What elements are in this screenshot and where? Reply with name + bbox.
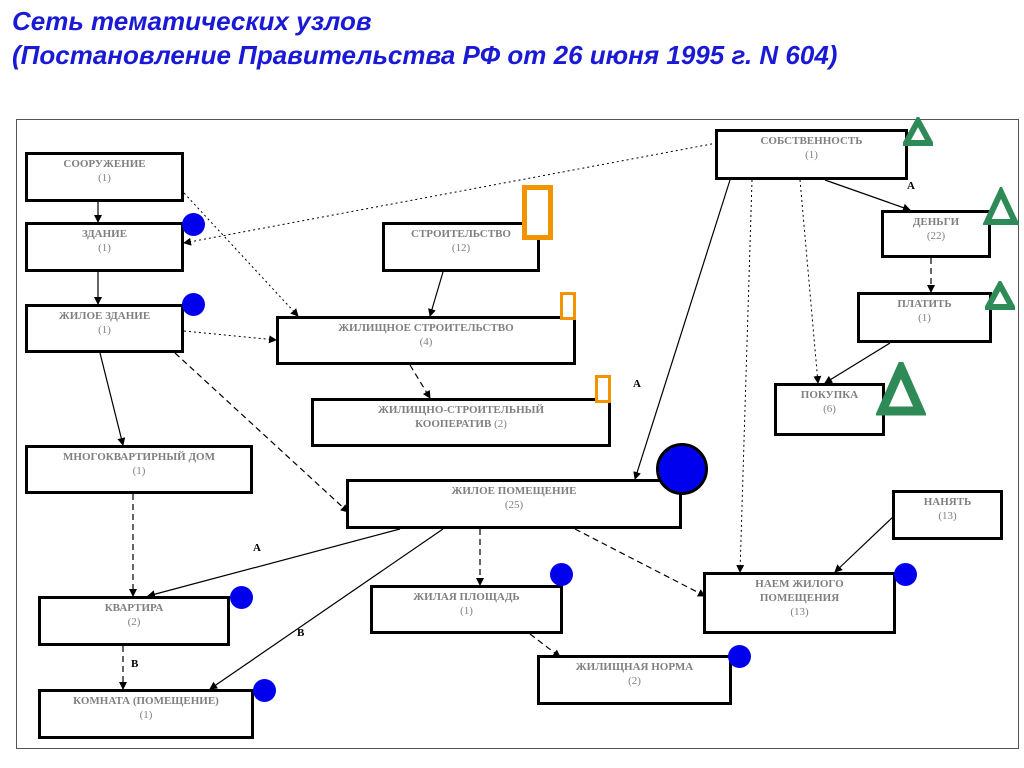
node-count: (1) [918, 312, 931, 324]
node-count: (1) [98, 172, 111, 184]
edge-sobstvennost-dengi [824, 179, 911, 212]
edge-zhiloe-zdanie-pomeshchenie [174, 352, 349, 513]
edge-pomeshchenie-naem [574, 528, 706, 597]
node-label-line2: ПОМЕЩЕНИЯ [759, 592, 840, 604]
node-count: (1) [139, 709, 153, 721]
node-label: СТРОИТЕЛЬСТВО [411, 228, 511, 240]
edge-label-sobstvennost-dengi: A [907, 180, 915, 192]
edge-nanyat-naem [834, 514, 896, 573]
orange-rectangle-marker [595, 375, 611, 403]
node-zdanie[interactable]: ЗДАНИЕ (1) [25, 222, 184, 272]
node-zhsk[interactable]: ЖИЛИЩНО-СТРОИТЕЛЬНЫЙ КООПЕРАТИВ (2) [311, 398, 611, 447]
node-label: ЖИЛОЕ ЗДАНИЕ [58, 310, 151, 322]
green-triangle-marker [985, 281, 1015, 310]
blue-circle-marker [182, 213, 205, 236]
node-count: (6) [823, 403, 836, 415]
edge-zhil-stroitelstvo-zhsk [409, 364, 431, 399]
node-zhilishchnoe-stroitelstvo[interactable]: ЖИЛИЩНОЕ СТРОИТЕЛЬСТВО (4) [276, 316, 576, 365]
edge-pomeshchenie-kvartira [147, 528, 401, 599]
node-count: (2) [127, 616, 141, 628]
node-label: ПЛАТИТЬ [897, 298, 952, 310]
edge-label-zhsk-side: A [633, 378, 641, 390]
title-line-1: Сеть тематических узлов [12, 6, 372, 36]
blue-circle-marker [728, 645, 751, 668]
node-count: (4) [419, 336, 433, 348]
node-label: КОМНАТА (ПОМЕЩЕНИЕ) [73, 695, 219, 707]
node-count: (1) [132, 465, 146, 477]
diagram-frame [16, 119, 1019, 749]
blue-circle-marker [253, 679, 276, 702]
node-label: МНОГОКВАРТИРНЫЙ ДОМ [63, 451, 215, 463]
edge-sobstvennost-zdanie [183, 142, 718, 246]
blue-circle-marker [894, 563, 917, 586]
node-mnogokvartirnyi-dom[interactable]: МНОГОКВАРТИРНЫЙ ДОМ (1) [25, 445, 253, 494]
node-count: (1) [98, 242, 111, 254]
node-count: (25) [504, 499, 524, 511]
node-label: ЖИЛАЯ ПЛОЩАДЬ [413, 591, 520, 603]
edge-sobstvennost-zhiloe-pomeshchenie [633, 179, 731, 480]
edge-platit-pokupka [824, 342, 891, 384]
edge-label-pomeshchenie-kvartira: A [253, 542, 261, 554]
node-sooruzhenie[interactable]: СООРУЖЕНИЕ (1) [25, 152, 184, 202]
orange-rectangle-marker [560, 292, 576, 320]
green-triangle-marker [903, 117, 933, 146]
node-label: НАЕМ ЖИЛОГО [755, 578, 844, 590]
node-count: (2) [628, 675, 641, 687]
node-naem-zhilogo-pomeshcheniya[interactable]: НАЕМ ЖИЛОГО ПОМЕЩЕНИЯ (13) [703, 572, 896, 634]
node-dengi[interactable]: ДЕНЬГИ (22) [881, 210, 991, 258]
edge-sobstvennost-pokupka [799, 179, 822, 384]
green-triangle-marker [983, 187, 1019, 225]
edge-pomeshchenie-komnata [209, 528, 444, 690]
node-count: (13) [938, 510, 957, 522]
edge-zhiloe-zdanie-zhil-stroitelstvo [183, 330, 277, 344]
blue-circle-marker [550, 563, 573, 586]
node-count: (1) [460, 605, 473, 617]
node-komnata[interactable]: КОМНАТА (ПОМЕЩЕНИЕ) (1) [38, 689, 254, 739]
node-count: (1) [805, 149, 818, 161]
edge-sobstvennost-naem [736, 179, 753, 573]
node-kvartira[interactable]: КВАРТИРА (2) [38, 596, 230, 646]
node-label: ЗДАНИЕ [81, 228, 128, 240]
node-label-line2: КООПЕРАТИВ (2) [314, 417, 608, 431]
node-label: ДЕНЬГИ [912, 216, 960, 228]
large-green-triangle-marker [876, 362, 926, 416]
orange-rectangle-marker [522, 185, 553, 240]
node-label: ЖИЛИЩНАЯ НОРМА [575, 661, 694, 673]
node-zhiloe-pomeshchenie[interactable]: ЖИЛОЕ ПОМЕЩЕНИЕ (25) [346, 479, 682, 529]
node-label: НАНЯТЬ [923, 496, 972, 508]
node-count: (2) [494, 418, 507, 430]
node-label: ЖИЛИЩНО-СТРОИТЕЛЬНЫЙ [378, 404, 544, 416]
node-pokupka[interactable]: ПОКУПКА (6) [774, 383, 885, 436]
node-label: СОБСТВЕННОСТЬ [760, 135, 863, 147]
node-label: ЖИЛОЕ ПОМЕЩЕНИЕ [451, 485, 577, 497]
large-blue-circle-marker [656, 443, 708, 495]
node-count: (13) [790, 606, 809, 618]
node-label: КВАРТИРА [104, 602, 164, 614]
node-label: ПОКУПКА [800, 389, 859, 401]
node-zhilaya-ploshchad[interactable]: ЖИЛАЯ ПЛОЩАДЬ (1) [370, 585, 563, 634]
node-count: (22) [926, 230, 946, 242]
edge-zhiloe-zdanie-mnogokvart [99, 352, 126, 446]
edge-label-kvartira-komnata: B [131, 658, 139, 670]
node-count: (1) [98, 324, 111, 336]
node-label: СООРУЖЕНИЕ [63, 158, 146, 170]
title-line-2: (Постановление Правительства РФ от 26 ию… [12, 40, 838, 70]
node-stroitelstvo[interactable]: СТРОИТЕЛЬСТВО (12) [382, 222, 540, 272]
node-zhiloe-zdanie[interactable]: ЖИЛОЕ ЗДАНИЕ (1) [25, 304, 184, 353]
node-zhilishchnaya-norma[interactable]: ЖИЛИЩНАЯ НОРМА (2) [537, 655, 732, 705]
node-label-part: КООПЕРАТИВ [415, 418, 492, 430]
blue-circle-marker [230, 586, 253, 609]
node-platit[interactable]: ПЛАТИТЬ (1) [857, 292, 992, 343]
node-nanyat[interactable]: НАНЯТЬ (13) [892, 490, 1003, 540]
node-count: (12) [451, 242, 471, 254]
edge-stroitelstvo-zhil-stroitelstvo [428, 271, 444, 317]
edge-zhilaya-norma [529, 633, 561, 658]
edge-label-pomeshchenie-komnata: B [297, 627, 305, 639]
node-sobstvennost[interactable]: СОБСТВЕННОСТЬ (1) [715, 129, 908, 180]
slide-title: Сеть тематических узлов (Постановление П… [12, 4, 837, 72]
node-label: ЖИЛИЩНОЕ СТРОИТЕЛЬСТВО [338, 322, 514, 334]
blue-circle-marker [182, 293, 205, 316]
